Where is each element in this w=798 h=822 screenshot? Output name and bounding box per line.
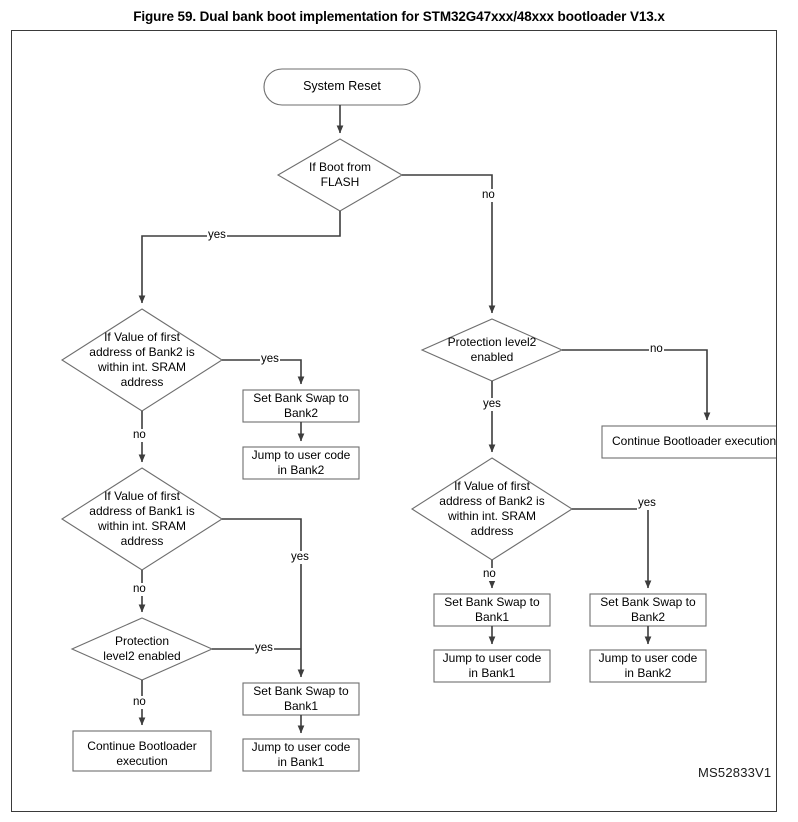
node-right-continue-bootloader [601,425,776,459]
edge-label-left-bank2-no: no [132,429,147,442]
figure-frame: System Reset If Boot from FLASH If Value… [11,30,777,812]
edge-label-flash-yes: yes [207,229,227,242]
edge-label-left-bank1-no: no [132,583,147,596]
node-left-if-bank1-sram [60,467,224,571]
edge-label-right-bank2-yes: yes [637,497,657,510]
edge-label-flash-no: no [481,189,496,202]
edge-label-right-protection-yes: yes [482,398,502,411]
node-left-jump-user-code-bank1 [242,738,360,772]
edge-label-left-bank1-yes: yes [290,551,310,564]
node-system-reset [263,68,421,106]
node-left-set-bank-swap-bank2 [242,389,360,423]
edge-right-protection-no-to-continue [562,349,711,421]
node-left-set-bank-swap-bank1 [242,682,360,716]
edge-label-right-protection-no: no [649,343,664,356]
node-if-boot-from-flash [276,138,404,212]
node-right-set-bank-swap-bank2 [589,593,707,627]
node-right-if-bank2-sram [410,457,574,561]
edge-left-bank2-yes-to-swap [222,359,305,385]
node-left-jump-user-code-bank2 [242,446,360,480]
node-left-if-bank2-sram [60,308,224,412]
edge-flash-yes-to-left-bank2 [138,211,341,304]
node-left-protection-level2 [70,617,214,681]
node-left-continue-bootloader [72,730,212,772]
edge-right-bank2-yes-to-swap2 [572,508,652,589]
edge-label-left-protection-yes: yes [254,642,274,655]
edge-flash-no-to-right-protection [402,174,496,314]
edge-label-right-bank2-no: no [482,568,497,581]
figure-title: Figure 59. Dual bank boot implementation… [133,9,665,24]
node-right-protection-level2 [420,318,564,382]
node-right-jump-user-code-bank2 [589,649,707,683]
flowchart-graphics [60,68,776,772]
figure-watermark-id: MS52833V1 [698,765,772,780]
edge-left-bank1-yes-to-swap1 [222,518,305,678]
node-right-set-bank-swap-bank1 [433,593,551,627]
flowchart-canvas: System Reset If Boot from FLASH If Value… [12,31,776,811]
edge-label-left-protection-no: no [132,696,147,709]
edge-label-left-bank2-yes: yes [260,353,280,366]
node-right-jump-user-code-bank1 [433,649,551,683]
